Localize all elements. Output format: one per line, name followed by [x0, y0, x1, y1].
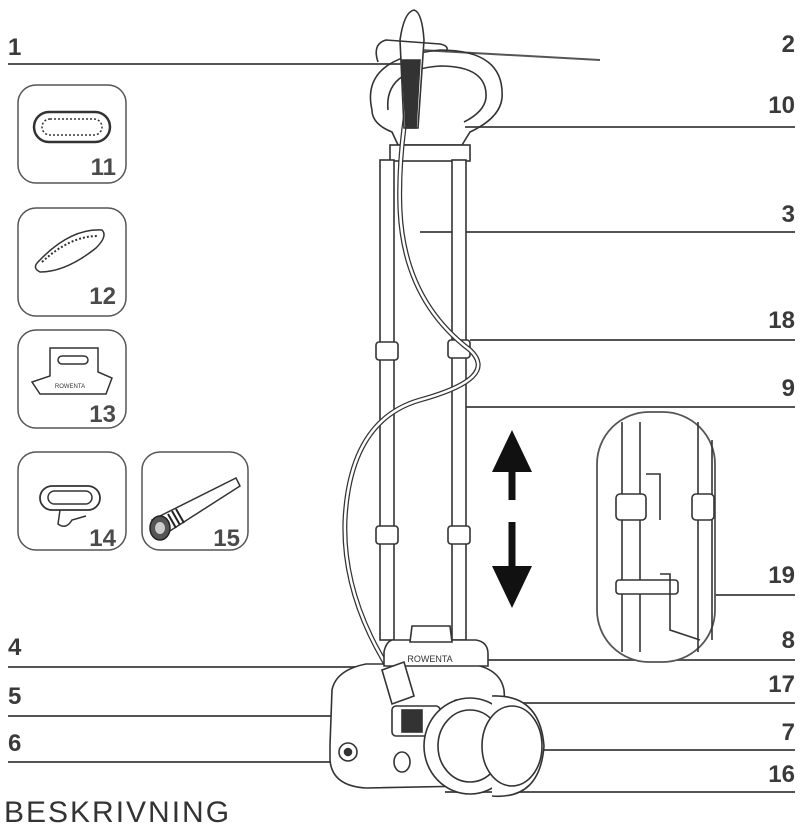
callout-label-4: 4 [8, 634, 22, 661]
callout-label-9: 9 [782, 375, 795, 402]
base-brand: ROWENTA [407, 654, 452, 664]
hose-connector [381, 660, 415, 706]
callout-label-17: 17 [768, 671, 795, 698]
callout-label-3: 3 [782, 201, 795, 228]
callout-label-5: 5 [8, 683, 21, 710]
accessory-11: 11 [17, 84, 127, 184]
accessory-label-14: 14 [89, 525, 116, 552]
left-pole [379, 159, 395, 641]
steamer-illustration: ROWENTA [329, 9, 545, 798]
water-tank [383, 639, 489, 667]
power-switch [401, 709, 423, 733]
arrow-up-head-icon [492, 430, 532, 472]
right-pole [451, 159, 467, 641]
cord-hook-icon [615, 579, 679, 595]
pole-clip [447, 525, 471, 545]
callout-label-19: 19 [768, 562, 795, 589]
height-adjust-arrows [492, 430, 532, 608]
pole-clip [375, 341, 399, 361]
callout-line-2 [419, 49, 601, 61]
hanger-frame [369, 49, 503, 146]
hanger-hook [375, 39, 448, 63]
accessory-label-13: 13 [89, 401, 116, 428]
callout-label-8: 8 [782, 627, 795, 654]
detail-clip-icon [615, 493, 647, 521]
callout-label-7: 7 [782, 719, 795, 746]
accessory-13: ROWENTA 13 [17, 329, 127, 429]
section-heading: BESKRIVNING [4, 796, 232, 829]
bristle-brush-icon [34, 229, 105, 273]
crease-tool-icon [30, 347, 113, 395]
accessory-15: 15 [141, 451, 249, 552]
arrow-down-head-icon [492, 566, 532, 608]
accessory-12: 12 [17, 207, 127, 317]
pole-clip [375, 525, 399, 545]
callout-label-1: 1 [8, 34, 21, 61]
accessory-label-12: 12 [89, 283, 116, 310]
callout-label-18: 18 [768, 307, 795, 334]
clip-icon [39, 485, 101, 511]
accessory-14: 14 [17, 451, 127, 552]
accessory-label-15: 15 [213, 525, 240, 552]
accessory-brand-13: ROWENTA [55, 384, 85, 390]
callout-label-10: 10 [768, 92, 795, 119]
callout-label-2: 2 [782, 31, 795, 58]
brush-attachment-icon [32, 110, 112, 144]
callout-label-16: 16 [768, 761, 795, 788]
detail-capsule-19 [596, 411, 716, 663]
cord-outlet [393, 751, 411, 773]
accessory-label-11: 11 [91, 154, 116, 181]
callout-label-6: 6 [8, 730, 21, 757]
